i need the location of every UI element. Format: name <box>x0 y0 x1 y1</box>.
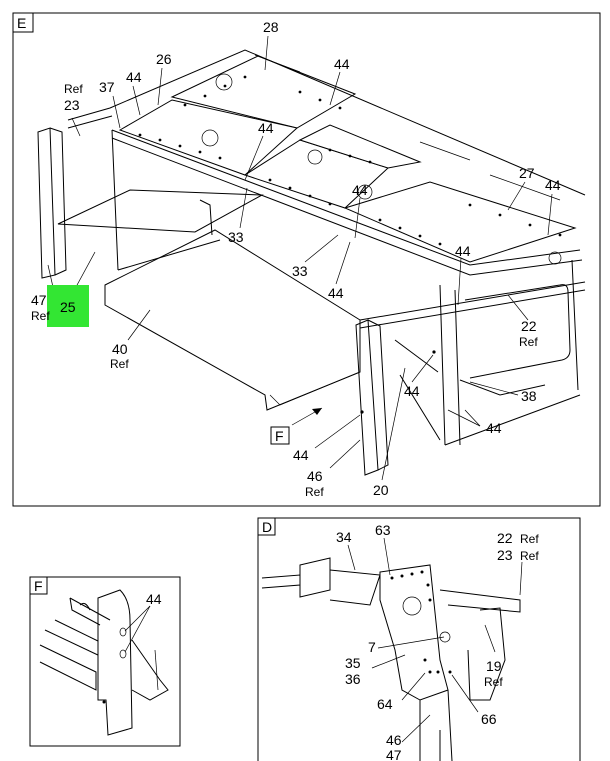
label-44-c: 44 <box>258 120 274 136</box>
label-27: 27 <box>519 165 535 181</box>
view-e-arrow-f <box>312 408 322 415</box>
view-d-label-46: 46 <box>386 732 402 748</box>
highlight-box-25 <box>47 285 89 327</box>
view-d-label-63: 63 <box>375 522 391 538</box>
view-f-frame <box>29 576 181 747</box>
label-44-h: 44 <box>404 383 420 399</box>
label-44-f: 44 <box>545 177 561 193</box>
view-d: D 34 <box>257 517 581 761</box>
label-40: 40 <box>112 341 128 357</box>
label-44-i: 44 <box>486 420 502 436</box>
label-44-j: 44 <box>293 447 309 463</box>
view-f: F 44 <box>29 576 181 747</box>
callout-f: F <box>275 428 284 444</box>
view-d-label-64: 64 <box>377 696 393 712</box>
view-d-tag-box <box>257 517 276 536</box>
label-46: 46 <box>307 468 323 484</box>
label-44-e: 44 <box>328 285 344 301</box>
label-44-g: 44 <box>455 243 471 259</box>
view-d-label-34: 34 <box>336 529 352 545</box>
view-e-structure <box>37 49 586 476</box>
view-d-frame <box>257 517 581 761</box>
view-d-tag: D <box>262 519 272 535</box>
view-e-leaders <box>47 35 553 481</box>
label-33-b: 33 <box>292 263 308 279</box>
label-ref-22: Ref <box>519 335 538 349</box>
label-20: 20 <box>373 482 389 498</box>
view-e-frame <box>12 12 601 507</box>
view-f-tag-box <box>29 576 48 595</box>
label-47: 47 <box>31 292 47 308</box>
label-28: 28 <box>263 19 279 35</box>
view-d-label-35: 35 <box>345 655 361 671</box>
label-33-a: 33 <box>228 229 244 245</box>
view-d-label-47: 47 <box>386 747 402 761</box>
view-f-structure <box>39 589 169 736</box>
view-e-tag-box <box>12 12 34 33</box>
view-f-label-44: 44 <box>146 591 162 607</box>
view-d-label-ref-23: Ref <box>520 549 539 563</box>
callout-box-f <box>270 426 290 445</box>
label-22: 22 <box>521 318 537 334</box>
label-26: 26 <box>156 51 172 67</box>
label-37: 37 <box>99 79 115 95</box>
label-ref-40: Ref <box>110 357 129 371</box>
label-44-a: 44 <box>126 69 142 85</box>
view-d-label-22: 22 <box>497 530 513 546</box>
label-38: 38 <box>521 388 537 404</box>
view-d-label-ref-19: Ref <box>484 675 503 689</box>
label-ref-47: Ref <box>31 309 50 323</box>
label-44-d: 44 <box>352 182 368 198</box>
view-d-leaders <box>347 537 523 743</box>
label-23: 23 <box>64 97 80 113</box>
view-d-label-ref-22: Ref <box>520 532 539 546</box>
view-d-label-19: 19 <box>486 658 502 674</box>
view-d-label-66: 66 <box>481 711 497 727</box>
view-d-structure <box>261 557 521 761</box>
view-d-label-7: 7 <box>368 639 376 655</box>
view-d-label-36: 36 <box>345 671 361 687</box>
label-44-b: 44 <box>334 56 350 72</box>
label-25: 25 <box>60 299 76 315</box>
view-e: E <box>12 12 601 507</box>
label-ref-23-a: Ref <box>64 82 83 96</box>
view-f-leaders <box>124 605 151 653</box>
view-f-tag: F <box>34 578 43 594</box>
view-d-label-23: 23 <box>497 547 513 563</box>
label-ref-46: Ref <box>305 485 324 499</box>
view-e-tag: E <box>17 15 26 31</box>
